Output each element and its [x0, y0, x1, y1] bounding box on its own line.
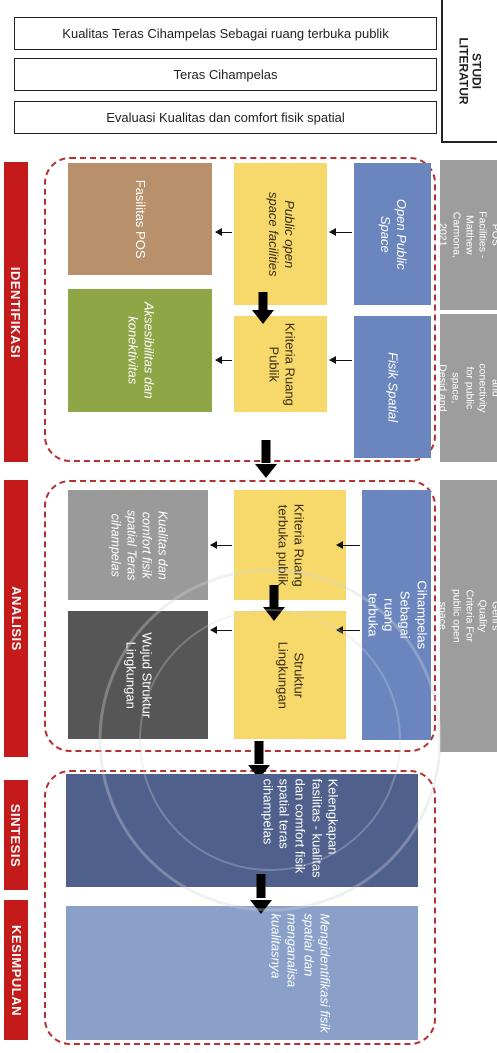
arrow-ops-to-facilities [329, 228, 352, 236]
arrow-fisik-to-kriteria [329, 356, 352, 364]
sintesis-box: Kelengkapan fasilitas - kualitas dan com… [66, 774, 418, 887]
big-arrow-sintesis [250, 874, 272, 914]
fisik-spatial-box: Fisik Spatial [354, 316, 431, 458]
section-identifikasi: IDENTIFIKASI [4, 162, 28, 462]
pos-facilities-box: Public open space facilities [234, 163, 327, 305]
title-3: Evaluasi Kualitas dan comfort fisik spat… [106, 110, 345, 125]
frame-analisis [44, 480, 436, 752]
title-2: Teras Cihampelas [173, 67, 278, 82]
section-kesimpulan: KESIMPULAN [4, 900, 28, 1040]
teras-cihampelas-box: Teras Cihampelas Sebagai ruang terbuka p… [362, 490, 431, 740]
kriteria-ruang-publik-box: Kriteria Ruang Publik [234, 316, 327, 412]
fasilitas-pos-box: Fasilitas POS [68, 163, 212, 275]
arrow-facilities-to-fasilitas [215, 228, 232, 236]
big-arrow-analisis-1 [263, 585, 285, 621]
source-gehl: Gehl's Quality Criteria For public open … [440, 480, 497, 752]
watermark-seal-icon [98, 568, 442, 912]
big-arrow-identifikasi-1 [252, 292, 274, 324]
wujud-struktur-box: Wujud Struktur Lingkungan [68, 611, 208, 739]
aksesibilitas-box: Aksesibilitas dan konektivitas [68, 289, 212, 412]
title-1: Kualitas Teras Cihampelas Sebagai ruang … [62, 26, 389, 41]
title-box-1: Kualitas Teras Cihampelas Sebagai ruang … [14, 17, 437, 50]
arrow-teras-to-kriteria [336, 541, 360, 549]
kesimpulan-box: Mengidentifikasi fisik spatial dan menga… [66, 906, 418, 1040]
source-accessibility: Accesibility and conectivity for public … [440, 314, 497, 462]
arrow-struktur-to-wujud [210, 626, 232, 634]
arrow-kriteria-to-kualitas [210, 541, 232, 549]
kriteria-ruang-terbuka-box: Kriteria Ruang terbuka publik [234, 490, 346, 600]
kualitas-comfort-box: Kualitas dan comfort fisik spatial Teras… [68, 490, 208, 600]
frame-identifikasi [44, 157, 436, 462]
struktur-lingkungan-box: Struktur Lingkungan [234, 611, 346, 739]
arrow-teras-to-struktur [336, 626, 360, 634]
big-arrow-identifikasi-2 [255, 440, 277, 478]
section-analisis: ANALISIS [4, 480, 28, 757]
title-box-2: Teras Cihampelas [14, 58, 437, 91]
open-public-space-box: Open Public Space [354, 163, 431, 305]
source-carmona: POS Facilities - Matthew Carmona, 2021 [440, 160, 497, 310]
frame-sintesis-kesimpulan [44, 770, 436, 1045]
section-sintesis: SINTESIS [4, 780, 28, 890]
title-box-3: Evaluasi Kualitas dan comfort fisik spat… [14, 101, 437, 134]
arrow-kriteria-to-aksesibilitas [215, 356, 232, 364]
